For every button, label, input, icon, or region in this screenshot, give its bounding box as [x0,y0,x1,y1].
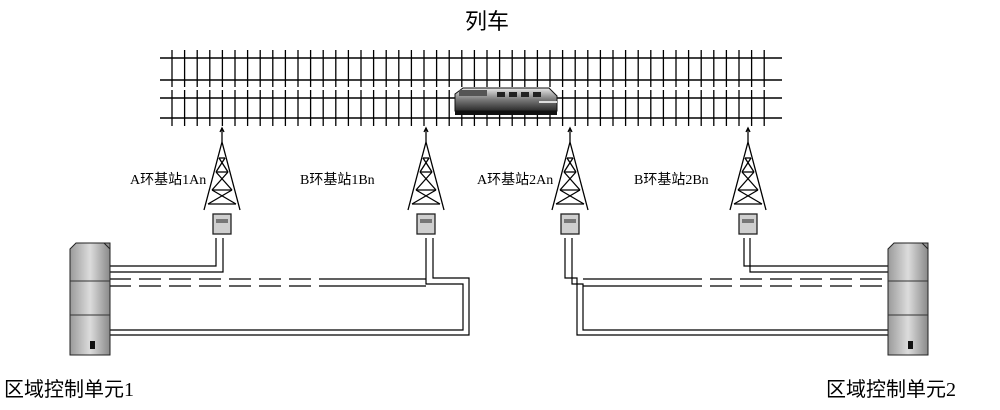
railway-track-upper [160,50,782,87]
train-icon [454,87,558,115]
base-station-1An-label: A环基站1An [130,173,207,188]
tower-1Bn-icon [407,126,445,235]
zone-controller-1-server-icon [69,242,111,356]
tower-2Bn-icon [729,126,767,235]
zone-controller-2-label: 区域控制单元2 [826,379,956,401]
base-station-2An-label: A环基站2An [477,173,554,188]
base-station-1Bn-label: B环基站1Bn [300,173,375,188]
diagram-title: 列车 [465,9,510,34]
tower-2An-icon [551,126,589,235]
zone-controller-2-server-icon [887,242,929,356]
network-cables [109,238,889,336]
base-station-2Bn-label: B环基站2Bn [634,173,709,188]
zone-controller-1-label: 区域控制单元1 [4,379,134,401]
tower-1An-icon [203,126,241,235]
